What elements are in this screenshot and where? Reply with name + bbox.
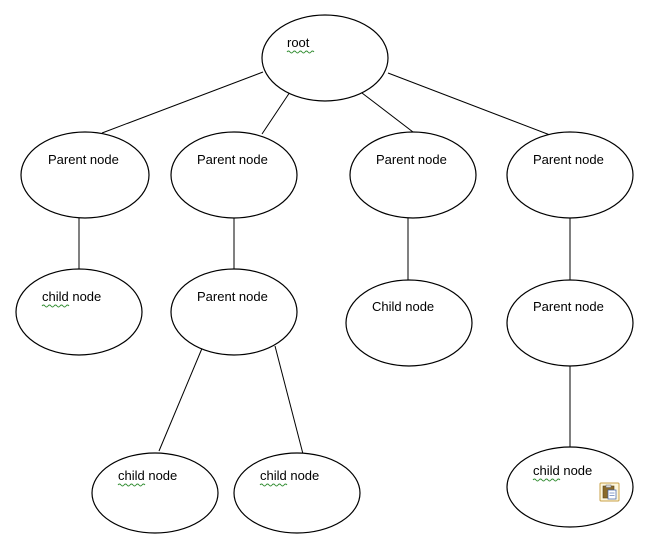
node-label: Parent node	[197, 289, 268, 304]
node-label: child node	[260, 468, 319, 483]
node-shape	[349, 131, 477, 219]
node-label: Child node	[372, 299, 434, 314]
edge-root-parent-3	[361, 92, 414, 133]
node-shape	[261, 14, 389, 102]
node-child-2-1b[interactable]: child node	[233, 452, 361, 534]
edge-root-parent-4	[387, 72, 551, 136]
node-label: Parent node	[48, 152, 119, 167]
clipboard-clip	[605, 484, 612, 488]
spellcheck-underline	[117, 483, 146, 487]
node-child-4-1[interactable]: child node	[506, 446, 634, 528]
node-label: child node	[42, 289, 101, 304]
node-shape	[91, 452, 219, 534]
node-parent-4-1[interactable]: Parent node	[506, 279, 634, 367]
node-label: child node	[118, 468, 177, 483]
node-parent-4[interactable]: Parent node	[506, 131, 634, 219]
edge-root-parent-2	[261, 91, 291, 135]
node-shape	[345, 279, 473, 367]
node-label: child node	[533, 463, 592, 478]
node-label: root	[287, 35, 310, 50]
edge-parent-2-1-child-b	[274, 345, 304, 455]
spellcheck-underline	[259, 483, 288, 487]
edge-root-parent-1	[101, 71, 264, 134]
node-shape	[170, 268, 298, 356]
node-label: Parent node	[197, 152, 268, 167]
node-label: Parent node	[533, 299, 604, 314]
edges	[78, 71, 571, 455]
node-shape	[506, 131, 634, 219]
node-parent-1[interactable]: Parent node	[20, 131, 150, 219]
node-label: Parent node	[533, 152, 604, 167]
clipboard-sheet	[607, 489, 617, 500]
node-shape	[233, 452, 361, 534]
node-shape	[170, 131, 298, 219]
edge-parent-2-1-child-a	[158, 345, 204, 452]
node-child-1[interactable]: child node	[15, 268, 143, 356]
node-shape	[20, 131, 150, 219]
node-shape	[506, 446, 634, 528]
node-parent-2-1[interactable]: Parent node	[170, 268, 298, 356]
node-child-3[interactable]: Child node	[345, 279, 473, 367]
node-shape	[506, 279, 634, 367]
node-parent-2[interactable]: Parent node	[170, 131, 298, 219]
clipboard-paste-icon[interactable]	[599, 482, 620, 502]
spellcheck-underline	[286, 50, 315, 54]
node-child-2-1a[interactable]: child node	[91, 452, 219, 534]
spellcheck-underline	[41, 304, 70, 308]
node-parent-3[interactable]: Parent node	[349, 131, 477, 219]
node-shape	[15, 268, 143, 356]
node-label: Parent node	[376, 152, 447, 167]
spellcheck-underline	[532, 478, 561, 482]
node-root[interactable]: root	[261, 14, 389, 102]
